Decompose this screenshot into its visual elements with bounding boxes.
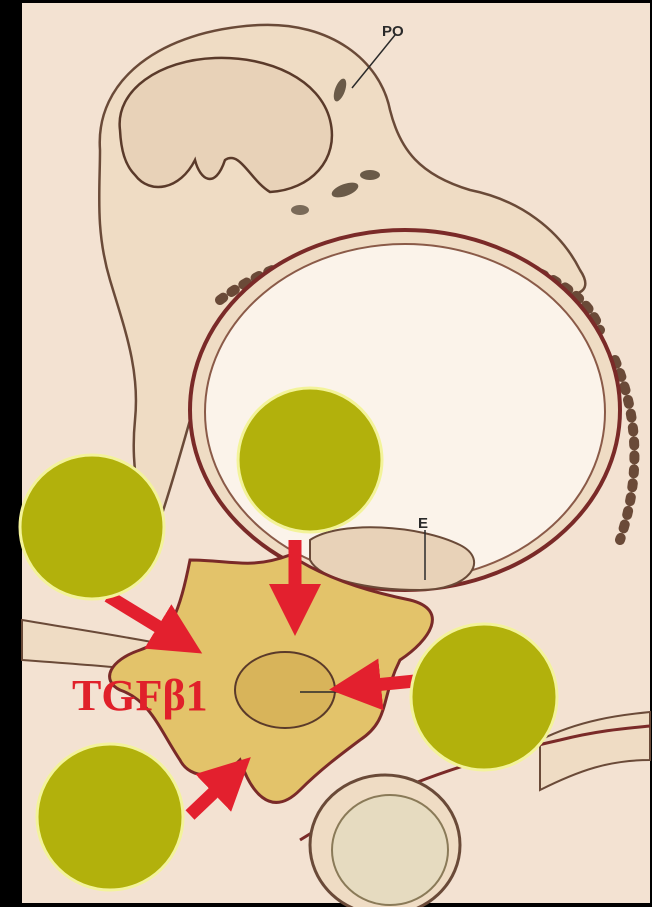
circle-left — [20, 455, 164, 599]
circle-bottom-left — [37, 744, 183, 890]
label-endothelium: E — [418, 515, 428, 532]
circle-right — [411, 624, 557, 770]
mesangial-nucleus — [235, 652, 335, 728]
lower-capillary-lumen — [332, 795, 448, 905]
organelle — [360, 170, 380, 180]
organelle — [291, 205, 309, 215]
circle-top — [238, 388, 382, 532]
label-tgfb1: TGFβ1 — [72, 671, 208, 720]
label-podocyte: PO — [382, 23, 404, 40]
